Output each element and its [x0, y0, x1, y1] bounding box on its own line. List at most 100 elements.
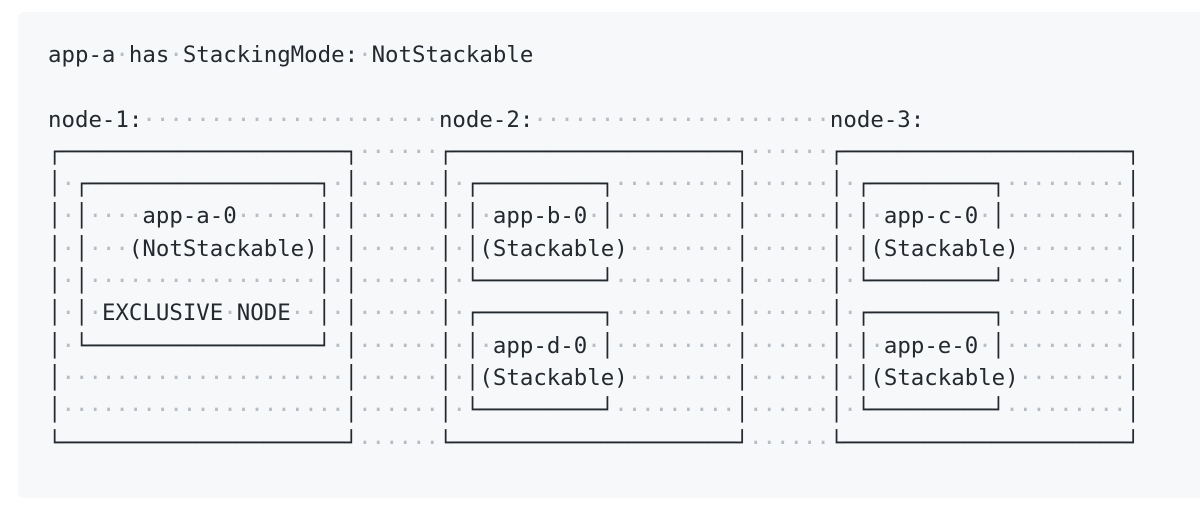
diagram-row: │·┌─────────────────┐·│······│·┌────────… — [48, 171, 1141, 198]
ascii-diagram: app-a·has·StackingMode:·NotStackable nod… — [48, 39, 1200, 459]
whitespace-dots: ······ — [358, 268, 439, 295]
diagram-row — [48, 71, 1200, 103]
whitespace-dots: ······ — [749, 203, 830, 230]
whitespace-dots: · — [843, 171, 857, 198]
diagram-row: └─────────────────────┘······└──────────… — [48, 429, 1140, 456]
whitespace-dots: · — [331, 268, 345, 295]
whitespace-dots: · — [843, 364, 857, 391]
whitespace-dots: ······ — [358, 171, 439, 198]
whitespace-dots: · — [115, 42, 129, 68]
whitespace-dots: ······ — [358, 203, 439, 230]
whitespace-dots: · — [331, 203, 345, 230]
whitespace-dots: · — [61, 332, 75, 359]
whitespace-dots: ········· — [614, 332, 736, 359]
whitespace-dots: ······ — [358, 397, 439, 424]
whitespace-dots: ······ — [749, 138, 830, 165]
whitespace-dots: · — [452, 171, 466, 198]
whitespace-dots: · — [452, 300, 466, 327]
whitespace-dots: · — [61, 171, 75, 198]
whitespace-dots: ······ — [236, 203, 318, 230]
whitespace-dots: ········ — [1018, 235, 1127, 262]
whitespace-dots: ······················ — [533, 106, 830, 133]
whitespace-dots: ······ — [358, 364, 439, 391]
whitespace-dots: ······ — [749, 235, 830, 262]
whitespace-dots: ······ — [749, 429, 830, 456]
whitespace-dots: ········· — [1005, 397, 1127, 424]
whitespace-dots: · — [479, 203, 493, 230]
whitespace-dots: ······ — [358, 300, 439, 327]
whitespace-dots: · — [843, 332, 857, 359]
whitespace-dots: ················· — [88, 268, 318, 295]
whitespace-dots: · — [331, 300, 345, 327]
whitespace-dots: ····················· — [61, 397, 345, 424]
whitespace-dots: · — [452, 364, 466, 391]
whitespace-dots: · — [587, 332, 601, 359]
whitespace-dots: ·· — [290, 300, 318, 327]
whitespace-dots: ········· — [614, 203, 736, 230]
whitespace-dots: · — [452, 203, 466, 230]
whitespace-dots: ········· — [614, 397, 736, 424]
whitespace-dots: ······ — [358, 235, 439, 262]
whitespace-dots: ········ — [627, 364, 736, 391]
whitespace-dots: ··· — [88, 235, 129, 262]
whitespace-dots: · — [479, 332, 493, 359]
diagram-row: │·····················│······│·└────────… — [48, 397, 1140, 424]
whitespace-dots: · — [61, 300, 75, 327]
whitespace-dots: · — [870, 332, 884, 359]
whitespace-dots: ········· — [1005, 171, 1127, 198]
whitespace-dots: · — [331, 332, 345, 359]
whitespace-dots: · — [843, 397, 857, 424]
whitespace-dots: ········· — [614, 300, 736, 327]
whitespace-dots: ········· — [614, 171, 736, 198]
diagram-row: │·└─────────────────┘·│······│·│·app-d-0… — [48, 332, 1141, 359]
whitespace-dots: ········· — [1005, 332, 1127, 359]
whitespace-dots: · — [331, 171, 345, 198]
whitespace-dots: · — [452, 332, 466, 359]
whitespace-dots: ······ — [749, 364, 830, 391]
whitespace-dots: · — [452, 397, 466, 424]
diagram-row: app-a·has·StackingMode:·NotStackable — [48, 42, 534, 68]
whitespace-dots: ······ — [358, 138, 439, 165]
diagram-row: │·│·EXCLUSIVE·NODE··│·│······│·┌────────… — [48, 300, 1141, 327]
whitespace-dots: · — [843, 203, 857, 230]
whitespace-dots: · — [978, 332, 992, 359]
whitespace-dots: · — [978, 203, 992, 230]
whitespace-dots: · — [223, 300, 237, 327]
whitespace-dots: ······················ — [142, 106, 439, 133]
whitespace-dots: ······ — [749, 268, 830, 295]
whitespace-dots: · — [870, 203, 884, 230]
whitespace-dots: ······ — [358, 429, 439, 456]
whitespace-dots: · — [358, 42, 372, 68]
whitespace-dots: · — [61, 235, 75, 262]
whitespace-dots: ········· — [614, 268, 736, 295]
whitespace-dots: · — [169, 42, 183, 68]
whitespace-dots: ········ — [1018, 364, 1127, 391]
whitespace-dots: ······ — [749, 332, 830, 359]
code-block: app-a·has·StackingMode:·NotStackable nod… — [18, 12, 1200, 498]
diagram-row: │·····················│······│·│(Stackab… — [48, 364, 1140, 391]
whitespace-dots: · — [843, 235, 857, 262]
whitespace-dots: · — [452, 235, 466, 262]
whitespace-dots: · — [61, 203, 75, 230]
whitespace-dots: · — [331, 235, 345, 262]
diagram-row: node-1:······················node-2:····… — [48, 106, 925, 133]
whitespace-dots: · — [843, 300, 857, 327]
whitespace-dots: · — [61, 268, 75, 295]
whitespace-dots: ········· — [1005, 203, 1127, 230]
diagram-row: │·│···(NotStackable)│·│······│·│(Stackab… — [48, 235, 1140, 262]
whitespace-dots: ···· — [88, 203, 143, 230]
diagram-row: ┌─────────────────────┐······┌──────────… — [48, 138, 1140, 165]
whitespace-dots: · — [88, 300, 102, 327]
diagram-row: │·│·················│·│······│·└────────… — [48, 268, 1141, 295]
whitespace-dots: ········ — [627, 235, 736, 262]
whitespace-dots: ········· — [1005, 300, 1127, 327]
whitespace-dots: ······ — [749, 397, 830, 424]
whitespace-dots: · — [843, 268, 857, 295]
whitespace-dots: · — [587, 203, 601, 230]
whitespace-dots: · — [452, 268, 466, 295]
whitespace-dots: ······ — [358, 332, 439, 359]
whitespace-dots: ······ — [749, 300, 830, 327]
whitespace-dots: ········· — [1005, 268, 1127, 295]
diagram-row: │·│····app-a-0······│·│······│·│·app-b-0… — [48, 203, 1141, 230]
whitespace-dots: ····················· — [61, 364, 345, 391]
